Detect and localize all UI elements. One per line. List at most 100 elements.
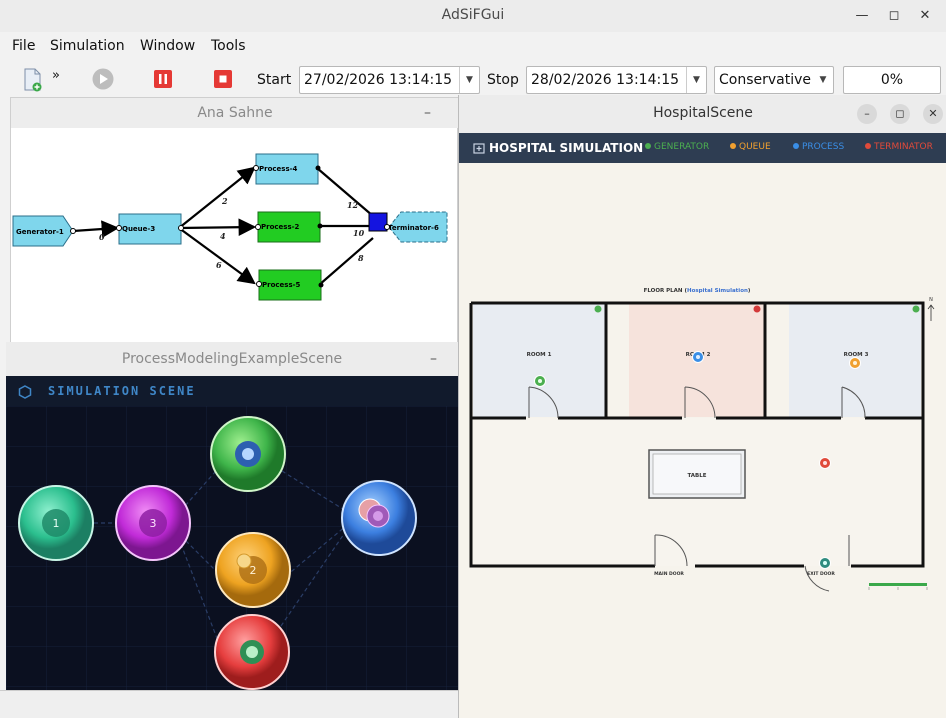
legend-label: GENERATOR (654, 142, 710, 152)
minimize-icon[interactable]: – (424, 105, 431, 121)
process-node-green[interactable] (210, 416, 286, 492)
process-node-red[interactable] (214, 614, 290, 690)
legend-generator: GENERATOR (645, 142, 709, 152)
patient-token[interactable] (534, 375, 546, 387)
legend-label: QUEUE (739, 142, 771, 152)
edge-label: 2 (221, 196, 228, 206)
edge-queue-process2 (178, 218, 257, 237)
edge-label: 4 (220, 231, 226, 241)
hospital-title-bar: HospitalScene – ◻ ✕ (459, 95, 946, 133)
menu-simulation[interactable]: Simulation (50, 38, 125, 54)
ana-sahne-title[interactable]: Ana Sahne (11, 98, 459, 128)
maximize-icon[interactable]: ◻ (888, 8, 900, 23)
pause-button[interactable] (153, 69, 175, 91)
hospital-scene-title[interactable]: HospitalScene (653, 105, 753, 121)
minimize-icon[interactable]: – (857, 104, 877, 124)
room-3-status-dot (912, 305, 920, 313)
mode-select[interactable]: Conservative ▼ (714, 66, 834, 94)
simulation-header-title: SIMULATION SCENE (48, 384, 196, 398)
edge-queue-process5 (178, 227, 256, 285)
menu-window[interactable]: Window (140, 38, 196, 54)
process-graph: 0 2 4 6 12 10 8 Generator-1 Queue-3 (12, 153, 448, 301)
title-bar: AdSiFGui — ◻ ✕ (0, 0, 946, 32)
stop-button[interactable] (213, 69, 235, 91)
patient-token[interactable] (819, 457, 831, 469)
minimize-icon[interactable]: — (855, 8, 869, 23)
edge-process4-terminator (316, 167, 374, 217)
node-label: Generator-1 (16, 228, 64, 236)
node-number: 3 (150, 517, 157, 530)
node-label: Process-2 (261, 223, 300, 231)
progress-indicator: 0% (843, 66, 941, 94)
process-scene-window: ProcessModelingExampleScene – SIMULATION… (6, 342, 458, 690)
floor-plan: FLOOR PLAN (Hospital Simulation) (469, 288, 935, 592)
node-terminator[interactable]: Terminator-6 (368, 211, 448, 243)
node-label: Process-4 (259, 165, 298, 173)
menu-file[interactable]: File (12, 38, 36, 54)
scale-bar (868, 583, 928, 590)
close-icon[interactable]: ✕ (923, 104, 943, 124)
simulation-graph: 1 3 2 (6, 406, 458, 690)
stop-datetime-picker[interactable]: 28/02/2026 13:14:15 ▼ (526, 66, 707, 94)
legend-label: PROCESS (802, 142, 845, 152)
node-process-5[interactable]: Process-5 (256, 269, 324, 301)
node-queue[interactable]: Queue-3 (116, 213, 184, 245)
edge-label: 12 (347, 200, 359, 210)
start-datetime-picker[interactable]: 27/02/2026 13:14:15 ▼ (299, 66, 480, 94)
exit-door-label: EXIT DOOR (807, 571, 835, 577)
terminator-node-blue[interactable] (341, 480, 417, 556)
room-1-label: ROOM 1 (527, 352, 552, 358)
node-1[interactable]: 1 (18, 485, 94, 561)
chevron-down-icon[interactable]: ▼ (819, 75, 827, 85)
legend-dot (645, 143, 651, 149)
patient-token[interactable] (849, 357, 861, 369)
hospital-header: HOSPITAL SIMULATION GENERATOR QUEUE PROC… (459, 133, 946, 163)
edge-queue-process4 (178, 166, 256, 229)
close-icon[interactable]: ✕ (919, 8, 931, 23)
node-process-4[interactable]: Process-4 (253, 153, 321, 185)
menu-tools[interactable]: Tools (211, 38, 246, 54)
minimize-icon[interactable]: – (430, 351, 437, 367)
svg-text:N: N (929, 297, 933, 303)
legend-process: PROCESS (793, 142, 844, 152)
edge-label: 6 (216, 260, 222, 270)
stop-datetime-value: 28/02/2026 13:14:15 (531, 72, 680, 88)
legend-dot (865, 143, 871, 149)
window-title: AdSiFGui (441, 7, 505, 23)
simulation-header: SIMULATION SCENE (6, 376, 458, 406)
edge-process5-terminator (318, 237, 374, 286)
chevron-down-icon[interactable]: ▼ (686, 67, 706, 93)
start-label: Start (257, 72, 292, 88)
chevron-down-icon[interactable]: ▼ (459, 67, 479, 93)
toolbar: » Start 27/02/2026 13:14:15 ▼ Stop 28/02… (0, 62, 946, 96)
hexagon-icon (18, 385, 32, 399)
edge-label: 10 (353, 228, 365, 238)
process-scene-title[interactable]: ProcessModelingExampleScene (6, 342, 458, 376)
node-generator[interactable]: Generator-1 (12, 215, 76, 247)
graph-edges (72, 166, 374, 286)
room-2-status-dot (753, 305, 761, 313)
patient-token[interactable] (692, 351, 704, 363)
new-file-icon[interactable] (22, 68, 44, 92)
node-3[interactable]: 3 (115, 485, 191, 561)
node-process-2[interactable]: Process-2 (255, 211, 323, 243)
play-button[interactable] (92, 68, 114, 90)
maximize-icon[interactable]: ◻ (890, 104, 910, 124)
status-strip (0, 690, 458, 718)
room-3-label: ROOM 3 (844, 352, 869, 358)
simulation-canvas: SIMULATION SCENE (6, 376, 458, 690)
node-2[interactable]: 2 (215, 532, 291, 608)
ana-sahne-window: Ana Sahne – 0 2 4 6 12 10 8 (10, 97, 459, 347)
node-number: 2 (250, 564, 257, 577)
patient-token[interactable] (819, 557, 831, 569)
table-label: TABLE (687, 473, 706, 479)
legend-dot (793, 143, 799, 149)
menu-bar: File Simulation Window Tools (0, 34, 946, 58)
more-tools-icon[interactable]: » (52, 68, 60, 83)
edge-label: 0 (99, 232, 105, 242)
main-door-label: MAIN DOOR (654, 571, 684, 577)
compass-icon: N (927, 297, 935, 321)
node-label: Queue-3 (122, 225, 155, 233)
mode-value: Conservative (719, 72, 812, 88)
